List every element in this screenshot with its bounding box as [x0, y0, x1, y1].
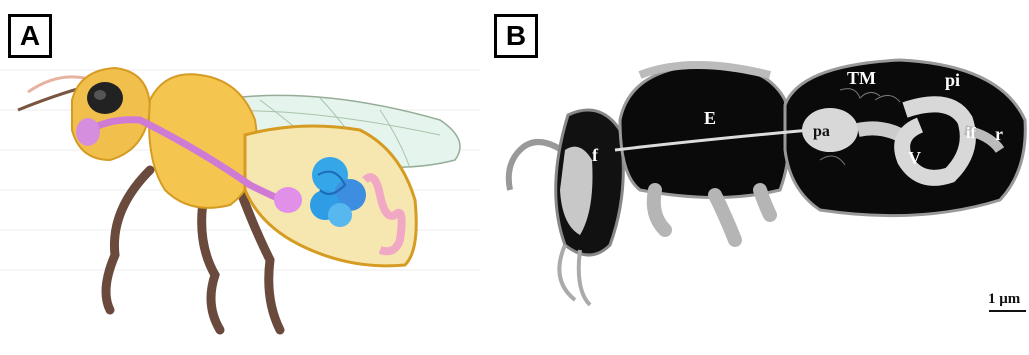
label-tm: TM [847, 68, 876, 88]
crop [274, 187, 302, 213]
micrograph-illustration: TM pi E pa if r f V [480, 0, 1029, 355]
head [72, 68, 150, 160]
label-if: if [966, 125, 976, 142]
label-pa: pa [813, 123, 830, 140]
compound-eye [87, 82, 123, 114]
label-r: r [995, 124, 1003, 144]
legs [654, 190, 770, 240]
thorax [620, 65, 789, 198]
scale-bar-label: 1 μm [988, 291, 1020, 308]
panel-label-b: B [494, 14, 538, 58]
label-e: E [704, 108, 716, 128]
label-v: V [908, 148, 921, 168]
label-f: f [592, 145, 599, 165]
label-pi: pi [945, 70, 960, 90]
eye-highlight [94, 90, 106, 100]
gut-connector [858, 128, 900, 135]
proventriculus [802, 108, 858, 152]
bee-illustration [0, 0, 480, 355]
panel-a: A [0, 0, 480, 355]
panel-b: TM pi E pa if r f V B 1 μm [480, 0, 1029, 355]
panel-label-a: A [8, 14, 52, 58]
mouthparts [76, 118, 100, 146]
thorax [149, 74, 257, 208]
